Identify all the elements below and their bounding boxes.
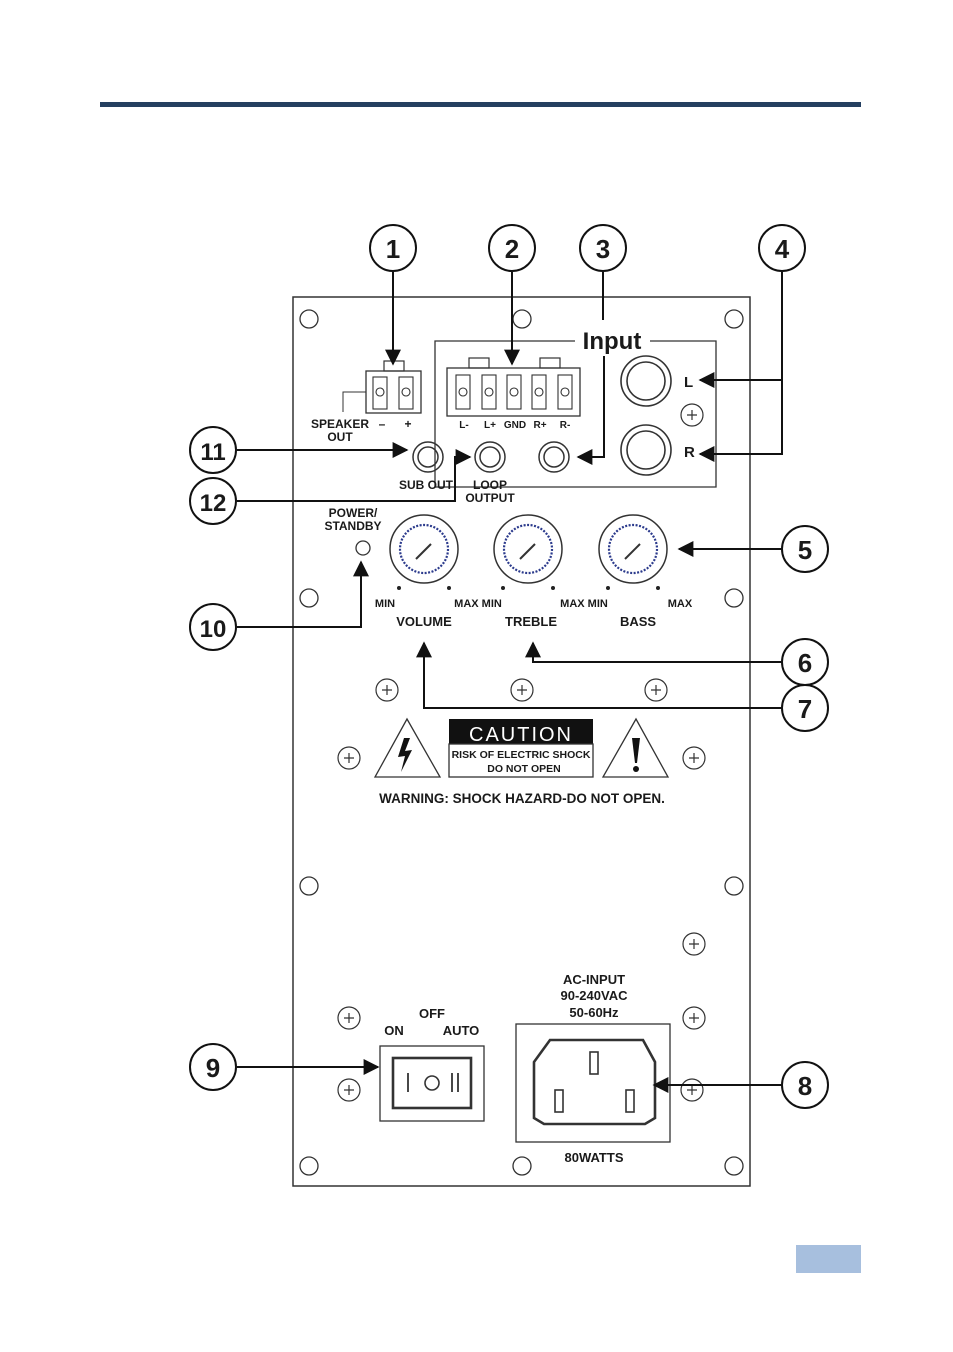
- pin-label-l-minus: L-: [459, 420, 468, 431]
- scale-min-label: MIN: [375, 598, 395, 610]
- pin-label-gnd: GND: [504, 420, 526, 431]
- shock-warning-icon: [375, 719, 440, 777]
- pin-label-r-minus: R-: [560, 420, 571, 431]
- svg-text:9: 9: [206, 1053, 220, 1083]
- scale-max-label: MAX: [668, 598, 693, 610]
- small-jacks: [413, 442, 569, 472]
- speaker-out-terminal: [343, 361, 421, 413]
- ac-input-label-3: 50-60Hz: [569, 1005, 619, 1020]
- callout-8: 8: [782, 1062, 828, 1108]
- svg-text:11: 11: [200, 439, 225, 466]
- power-switch: [380, 1046, 484, 1121]
- speaker-out-label-1: SPEAKER: [311, 417, 369, 431]
- rca-jacks: [621, 356, 671, 475]
- rca-left-label: L: [684, 374, 693, 391]
- ac-input-label-1: AC-INPUT: [563, 972, 625, 987]
- treble-label: TREBLE: [505, 614, 557, 629]
- volume-label: VOLUME: [396, 614, 452, 629]
- callout-11: 11: [190, 427, 236, 473]
- svg-text:2: 2: [505, 234, 519, 264]
- leader-lines: [237, 272, 782, 1085]
- callout-9: 9: [190, 1044, 236, 1090]
- callout-3: 3: [580, 225, 626, 271]
- sub-out-label: SUB OUT: [399, 478, 454, 492]
- callout-6: 6: [782, 639, 828, 685]
- pin-label-r-plus: R+: [533, 420, 546, 431]
- power-standby-label-1: POWER/: [329, 506, 378, 520]
- balanced-input-terminal: [447, 358, 580, 416]
- callout-5: 5: [782, 526, 828, 572]
- switch-auto-label: AUTO: [443, 1023, 480, 1038]
- caution-line-2: DO NOT OPEN: [487, 763, 561, 775]
- svg-text:7: 7: [798, 694, 812, 724]
- svg-text:5: 5: [798, 535, 812, 565]
- switch-on-label: ON: [384, 1023, 404, 1038]
- warning-text: WARNING: SHOCK HAZARD-DO NOT OPEN.: [379, 791, 665, 806]
- input-label: Input: [583, 328, 642, 355]
- svg-text:8: 8: [798, 1071, 812, 1101]
- caution-line-1: RISK OF ELECTRIC SHOCK: [452, 749, 591, 761]
- svg-text:1: 1: [386, 234, 400, 264]
- scale-max-min-label-1: MAX MIN: [454, 598, 502, 610]
- svg-text:10: 10: [200, 616, 227, 643]
- callout-7: 7: [782, 685, 828, 731]
- rca-right-label: R: [684, 444, 695, 461]
- volume-knob: [390, 515, 458, 590]
- switch-off-label: OFF: [419, 1006, 445, 1021]
- scale-max-min-label-2: MAX MIN: [560, 598, 608, 610]
- speaker-plus: +: [404, 417, 411, 431]
- pin-label-l-plus: L+: [484, 420, 496, 431]
- callout-4: 4: [759, 225, 805, 271]
- bass-label: BASS: [620, 614, 656, 629]
- power-led-icon: [356, 541, 370, 555]
- loop-output-label-2: OUTPUT: [465, 491, 515, 505]
- svg-text:6: 6: [798, 648, 812, 678]
- callout-1: 1: [370, 225, 416, 271]
- power-standby-label-2: STANDBY: [324, 519, 381, 533]
- svg-text:4: 4: [775, 234, 790, 264]
- callout-10: 10: [190, 604, 236, 650]
- svg-text:3: 3: [596, 234, 610, 264]
- ac-inlet: [516, 1024, 670, 1142]
- loop-output-label-1: LOOP: [473, 478, 507, 492]
- speaker-out-label-2: OUT: [327, 430, 353, 444]
- exclamation-warning-icon: [603, 719, 668, 777]
- watts-label: 80WATTS: [565, 1150, 624, 1165]
- ac-input-label-2: 90-240VAC: [561, 988, 629, 1003]
- svg-text:12: 12: [200, 490, 227, 517]
- callout-12: 12: [190, 478, 236, 524]
- treble-knob: [494, 515, 562, 590]
- bass-knob: [599, 515, 667, 590]
- speaker-minus: –: [379, 417, 386, 431]
- callout-2: 2: [489, 225, 535, 271]
- caution-title: CAUTION: [469, 724, 573, 746]
